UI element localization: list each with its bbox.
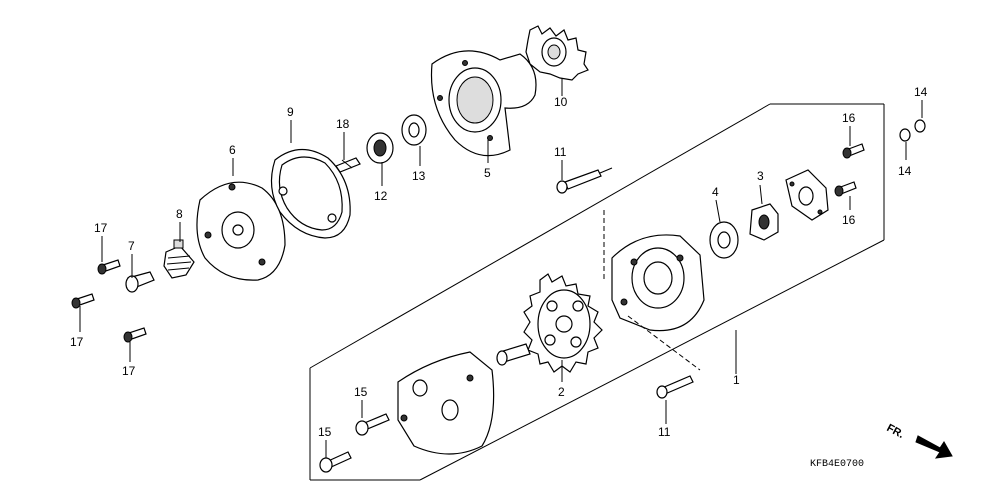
outer-rotor [749, 203, 779, 241]
label-part-11-upper: 11 [554, 145, 567, 159]
label-part-18: 18 [336, 117, 350, 131]
drive-sprocket [523, 273, 603, 373]
pump-flange-housing [430, 50, 537, 157]
screw-17-c [123, 327, 147, 343]
label-leaders [79, 78, 923, 458]
label-part-8: 8 [176, 207, 183, 221]
pump-plate [785, 169, 829, 221]
label-part-12: 12 [374, 189, 388, 203]
label-part-11-lower: 11 [658, 425, 671, 439]
gasket [270, 148, 351, 239]
pump-shaft [496, 343, 531, 366]
oil-pump-assembly-outline [309, 103, 885, 481]
washer-14-a [914, 119, 926, 133]
label-part-15-upper: 15 [354, 385, 368, 399]
bolt-15-a [355, 413, 390, 436]
pump-cover-plate [196, 181, 286, 281]
front-direction-label: FR. [885, 422, 906, 441]
washer [401, 114, 427, 146]
label-part-13: 13 [412, 169, 426, 183]
diagram-code: KFB4E0700 [810, 459, 864, 470]
label-part-16-upper: 16 [842, 111, 856, 125]
inner-rotor [709, 221, 739, 259]
label-part-16-lower: 16 [842, 213, 856, 227]
label-part-14-top: 14 [914, 85, 928, 99]
label-part-9: 9 [287, 105, 294, 119]
assembly-leader-lines [603, 210, 701, 371]
label-part-10: 10 [554, 95, 568, 109]
label-part-7: 7 [128, 239, 135, 253]
label-part-5: 5 [484, 166, 491, 180]
front-arrow-icon [915, 435, 953, 459]
label-part-17-bottom: 17 [122, 364, 136, 378]
label-part-14-bottom: 14 [898, 164, 912, 178]
relief-spring [163, 239, 195, 279]
nut [366, 132, 394, 164]
label-part-17-left: 17 [70, 335, 84, 349]
screw-16-a [842, 143, 865, 159]
bolt-11-upper [556, 167, 613, 194]
screw-17-a [97, 259, 121, 275]
label-part-15-lower: 15 [318, 425, 332, 439]
label-part-4: 4 [712, 185, 719, 199]
driven-gear [525, 25, 589, 81]
washer-14-b [899, 128, 911, 142]
label-part-2: 2 [558, 385, 565, 399]
bolt-15-b [319, 451, 352, 473]
bolt-11-lower [656, 375, 694, 399]
screw-16-b [834, 181, 857, 197]
pump-lower-cover [397, 351, 495, 455]
screw-17-b [71, 293, 95, 309]
clip [335, 157, 361, 173]
label-part-17-top: 17 [94, 221, 108, 235]
label-part-1: 1 [733, 373, 740, 387]
pump-body [611, 234, 705, 332]
pin [125, 271, 155, 293]
label-part-6: 6 [229, 143, 236, 157]
label-part-3: 3 [757, 169, 764, 183]
front-direction-indicator: FR. [885, 422, 953, 459]
